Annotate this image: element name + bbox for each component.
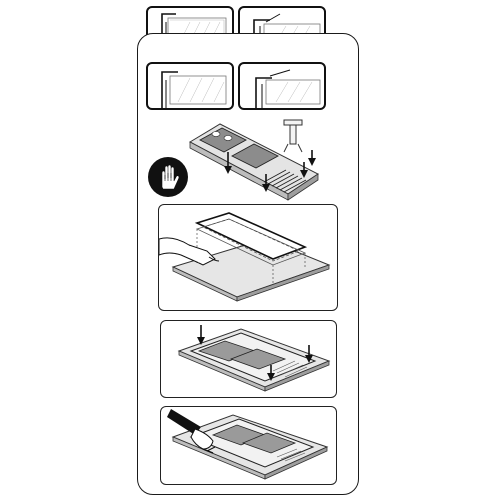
sink-variant-thumbnail-3: [146, 62, 234, 110]
step-panel-seal-cutout: [158, 204, 338, 311]
step-panel-place-sink: [160, 320, 337, 398]
sink-overview-illustration: [188, 119, 319, 201]
hand-icon: [148, 157, 188, 197]
sink-variant-thumbnail-4: [238, 62, 326, 110]
step-panel-wipe-sealant: [160, 406, 337, 485]
